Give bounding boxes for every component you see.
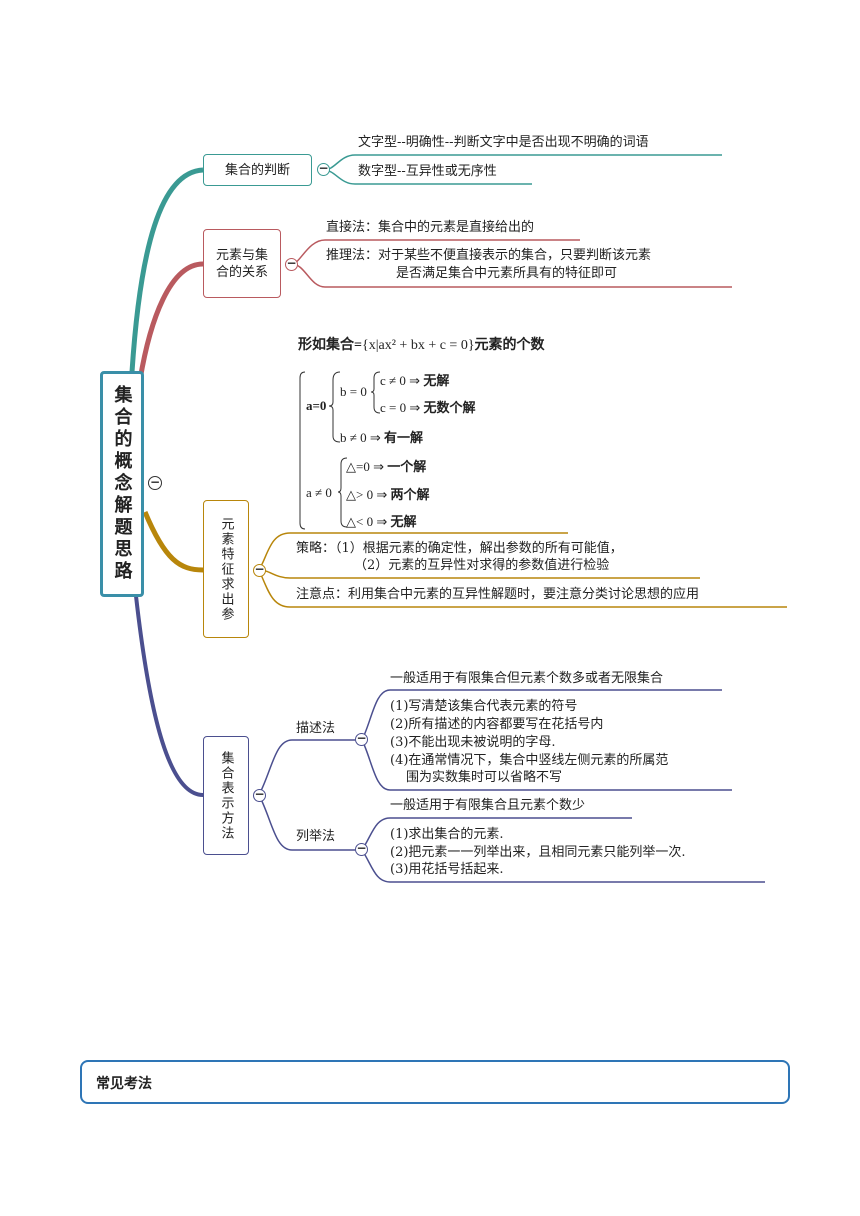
branch-element-relation-label: 元素与集合的关系 xyxy=(215,247,268,280)
enum-item-1: (1)求出集合的元素. xyxy=(390,827,504,842)
root-collapse-icon[interactable]: − xyxy=(148,475,162,490)
case-delta-gt-0: △> 0 ⇒ 两个解 xyxy=(346,487,430,502)
collapse-icon[interactable]: − xyxy=(317,161,330,176)
b1-item-2: 数字型--互异性或无序性 xyxy=(358,164,497,179)
connector-root-b1 xyxy=(129,167,204,373)
desc-item-5: 围为实数集时可以省略不写 xyxy=(406,770,563,785)
brace-b0 xyxy=(370,371,381,414)
connector-root-b2 xyxy=(137,261,204,381)
brace-a0 xyxy=(328,371,341,443)
enum-top: 一般适用于有限集合且元素个数少 xyxy=(390,798,586,813)
formula-title: 形如集合={x|ax² + bx + c = 0}元素的个数 xyxy=(298,338,545,353)
collapse-icon[interactable]: − xyxy=(355,841,368,856)
branch-set-judgement-label: 集合的判断 xyxy=(224,162,290,178)
branch-representation-label: 集合表示方法 xyxy=(218,750,234,841)
desc-item-1: (1)写清楚该集合代表元素的符号 xyxy=(390,699,578,714)
branch-element-relation[interactable]: 元素与集合的关系 xyxy=(203,229,281,298)
enum-method-label: 列举法 xyxy=(296,829,336,844)
case-a0: a=0 xyxy=(306,398,327,413)
enum-item-3: (3)用花括号括起来. xyxy=(390,862,504,877)
connector-root-b4 xyxy=(134,595,204,797)
collapse-icon[interactable]: − xyxy=(253,787,266,802)
b2-item-1: 直接法：集合中的元素是直接给出的 xyxy=(326,220,535,235)
desc-item-4: (4)在通常情况下，集合中竖线左侧元素的所属范 xyxy=(390,753,669,768)
desc-method-label: 描述法 xyxy=(296,721,336,736)
collapse-icon[interactable]: − xyxy=(253,562,266,577)
case-c-ne-0: c ≠ 0 ⇒ 无解 xyxy=(380,373,450,388)
section-title: 常见考法 xyxy=(96,1076,152,1092)
desc-item-3: (3)不能出现未被说明的字母. xyxy=(390,735,556,750)
enum-item-2: (2)把元素一一列举出来，且相同元素只能列举一次. xyxy=(390,845,686,860)
case-a-ne-0: a ≠ 0 xyxy=(306,485,332,500)
brace-ane0 xyxy=(337,457,348,528)
branch-element-parameter[interactable]: 元素特征求出参 xyxy=(203,500,249,638)
case-b-ne-0: b ≠ 0 ⇒ 有一解 xyxy=(340,430,424,445)
brace-main xyxy=(299,371,306,530)
b3-strategy-2: （2）元素的互异性对求得的参数值进行检验 xyxy=(354,558,610,573)
case-delta-lt-0: △< 0 ⇒ 无解 xyxy=(346,514,417,529)
b1-item-1: 文字型--明确性--判断文字中是否出现不明确的词语 xyxy=(358,135,649,150)
b3-note: 注意点：利用集合中元素的互异性解题时，要注意分类讨论思想的应用 xyxy=(296,587,700,602)
branch-element-parameter-label: 元素特征求出参 xyxy=(218,516,234,622)
connector-root-b3 xyxy=(142,511,204,573)
root-label: 集合的概念解题思路 xyxy=(111,385,133,583)
desc-top: 一般适用于有限集合但元素个数多或者无限集合 xyxy=(390,671,664,686)
root-node[interactable]: 集合的概念解题思路 xyxy=(100,371,144,597)
common-exam-methods-section: 常见考法 xyxy=(80,1060,790,1104)
case-delta-eq-0: △=0 ⇒ 一个解 xyxy=(346,459,427,474)
case-c-eq-0: c = 0 ⇒ 无数个解 xyxy=(380,400,476,415)
b2-item-3: 是否满足集合中元素所具有的特征即可 xyxy=(396,266,618,281)
desc-item-2: (2)所有描述的内容都要写在花括号内 xyxy=(390,717,604,732)
branch-representation[interactable]: 集合表示方法 xyxy=(203,736,249,855)
collapse-icon[interactable]: − xyxy=(285,256,298,271)
branch-set-judgement[interactable]: 集合的判断 xyxy=(203,154,312,186)
collapse-icon[interactable]: − xyxy=(355,731,368,746)
b3-strategy-1: 策略：（1）根据元素的确定性，解出参数的所有可能值， xyxy=(296,541,623,556)
case-b0: b = 0 xyxy=(340,384,367,399)
b2-item-2: 推理法：对于某些不便直接表示的集合，只要判断该元素 xyxy=(326,248,652,263)
